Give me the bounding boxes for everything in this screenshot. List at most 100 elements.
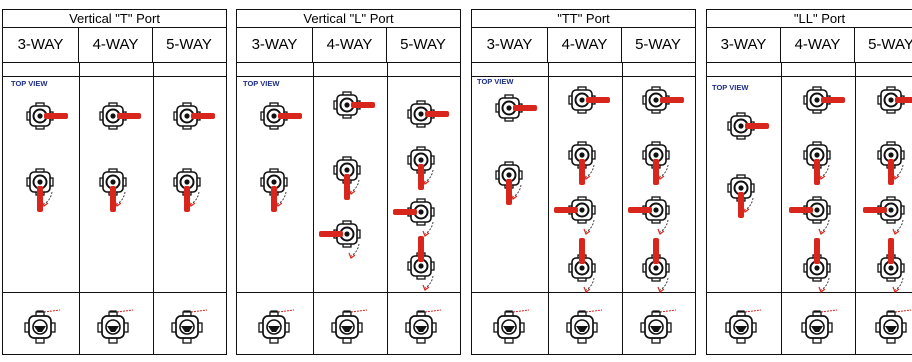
top-view-label: TOP VIEW <box>712 83 749 92</box>
valve-top-view-icon <box>568 238 596 293</box>
valve-diagrams <box>725 86 912 344</box>
divider <box>472 292 695 293</box>
valve-handle-icon <box>271 186 277 212</box>
valve-side-view-icon <box>493 309 530 344</box>
rotation-arrow-icon <box>583 277 595 293</box>
valve-handle-icon <box>37 186 43 212</box>
top-view-label: TOP VIEW <box>243 79 280 88</box>
rotation-arrow-icon <box>422 275 434 291</box>
rotation-arrow-icon <box>41 191 53 207</box>
column-header-5-way: 5-WAY <box>166 36 212 53</box>
panel-vertical-t-port: Vertical "T" Port 3-WAY 4-WAY 5-WAY TOP … <box>2 9 227 355</box>
valve-top-view-icon <box>173 168 201 212</box>
rotation-arrow-icon <box>275 191 287 207</box>
valve-top-view-icon <box>407 146 435 190</box>
valve-handle-icon <box>653 159 659 185</box>
column-header-5-way: 5-WAY <box>868 36 912 53</box>
column-header-4-way: 4-WAY <box>79 28 153 62</box>
column-header-3-way: 3-WAY <box>3 28 79 62</box>
valve-top-view-icon <box>173 102 215 130</box>
panel-ll-port: "LL" Port 3-WAY 4-WAY 5-WAY TOP VIEW <box>706 9 912 355</box>
valve-top-view-icon <box>568 141 596 185</box>
valve-handle-icon <box>554 207 578 213</box>
valve-handle-icon <box>586 97 610 103</box>
valve-top-view-icon <box>727 112 769 140</box>
divider <box>707 62 912 63</box>
valve-top-view-icon <box>99 102 141 130</box>
valve-top-view-icon <box>877 86 912 114</box>
valve-handle-icon <box>418 236 424 262</box>
column-header-4-way: 4-WAY <box>781 28 855 62</box>
valve-diagrams <box>258 91 449 344</box>
column-header-3-way: 3-WAY <box>707 28 781 62</box>
valve-top-view-icon <box>554 196 596 235</box>
valve-side-view-icon <box>258 309 295 344</box>
divider <box>3 76 226 77</box>
rotation-arrow-icon <box>422 169 434 185</box>
valve-top-view-icon <box>877 141 905 185</box>
valve-handle-icon <box>44 113 68 119</box>
column-header-4-way: 4-WAY <box>313 28 387 62</box>
panel-title: Vertical "L" Port <box>237 10 460 28</box>
valve-handle-icon <box>513 105 537 111</box>
valve-side-view-icon <box>97 309 134 344</box>
valve-top-view-icon <box>628 196 670 235</box>
valve-top-view-icon <box>727 174 755 218</box>
valve-top-view-icon <box>495 161 523 205</box>
valve-side-view-icon <box>875 309 912 344</box>
divider <box>472 62 695 63</box>
valve-top-view-icon <box>26 102 68 130</box>
panel-vertical-l-port: Vertical "L" Port 3-WAY 4-WAY 5-WAY TOP … <box>236 9 461 355</box>
valve-handle-icon <box>628 207 652 213</box>
valve-handle-icon <box>745 123 769 129</box>
valve-handle-icon <box>738 192 744 218</box>
panel-title: "TT" Port <box>472 10 695 28</box>
valve-top-view-icon <box>803 238 831 293</box>
valve-side-view-icon <box>640 309 677 344</box>
valve-handle-icon <box>351 102 375 108</box>
divider <box>707 292 912 293</box>
divider <box>707 76 912 77</box>
valve-handle-icon <box>278 113 302 119</box>
valve-top-view-icon <box>319 220 361 259</box>
valve-side-view-icon <box>405 309 442 344</box>
column-divider <box>781 62 782 354</box>
rotation-arrow-icon <box>348 243 360 259</box>
column-divider <box>79 62 80 354</box>
column-header-3-way: 3-WAY <box>472 28 548 62</box>
valve-handle-icon <box>425 111 449 117</box>
valve-top-view-icon <box>99 168 127 212</box>
rotation-arrow-icon <box>818 277 830 293</box>
rotation-arrow-icon <box>583 219 595 235</box>
valve-diagrams <box>493 86 684 344</box>
valve-top-view-icon <box>333 91 375 119</box>
valve-side-view-icon <box>24 309 61 344</box>
valve-handle-icon <box>184 186 190 212</box>
valve-handle-icon <box>888 159 894 185</box>
divider <box>3 62 226 63</box>
valve-top-view-icon <box>495 94 537 122</box>
rotation-arrow-icon <box>114 191 126 207</box>
valve-handle-icon <box>117 113 141 119</box>
column-header-5-way: 5-WAY <box>635 36 681 53</box>
rotation-arrow-icon <box>348 179 360 195</box>
column-divider <box>153 62 154 354</box>
valve-handle-icon <box>191 113 215 119</box>
divider <box>237 76 460 77</box>
valve-top-view-icon <box>642 86 684 114</box>
valve-handle-icon <box>393 209 417 215</box>
valve-top-view-icon <box>393 198 435 237</box>
valve-top-view-icon <box>260 168 288 212</box>
top-view-label: TOP VIEW <box>11 79 48 88</box>
rotation-arrow-icon <box>892 164 904 180</box>
valve-handle-icon <box>110 186 116 212</box>
divider <box>472 76 695 77</box>
rotation-arrow-icon <box>188 191 200 207</box>
valve-top-view-icon <box>642 141 670 185</box>
valve-handle-icon <box>863 207 887 213</box>
column-divider <box>313 62 314 354</box>
valve-handle-icon <box>579 159 585 185</box>
valve-top-view-icon <box>407 236 435 291</box>
valve-handle-icon <box>814 238 820 264</box>
valve-top-view-icon <box>863 196 905 235</box>
